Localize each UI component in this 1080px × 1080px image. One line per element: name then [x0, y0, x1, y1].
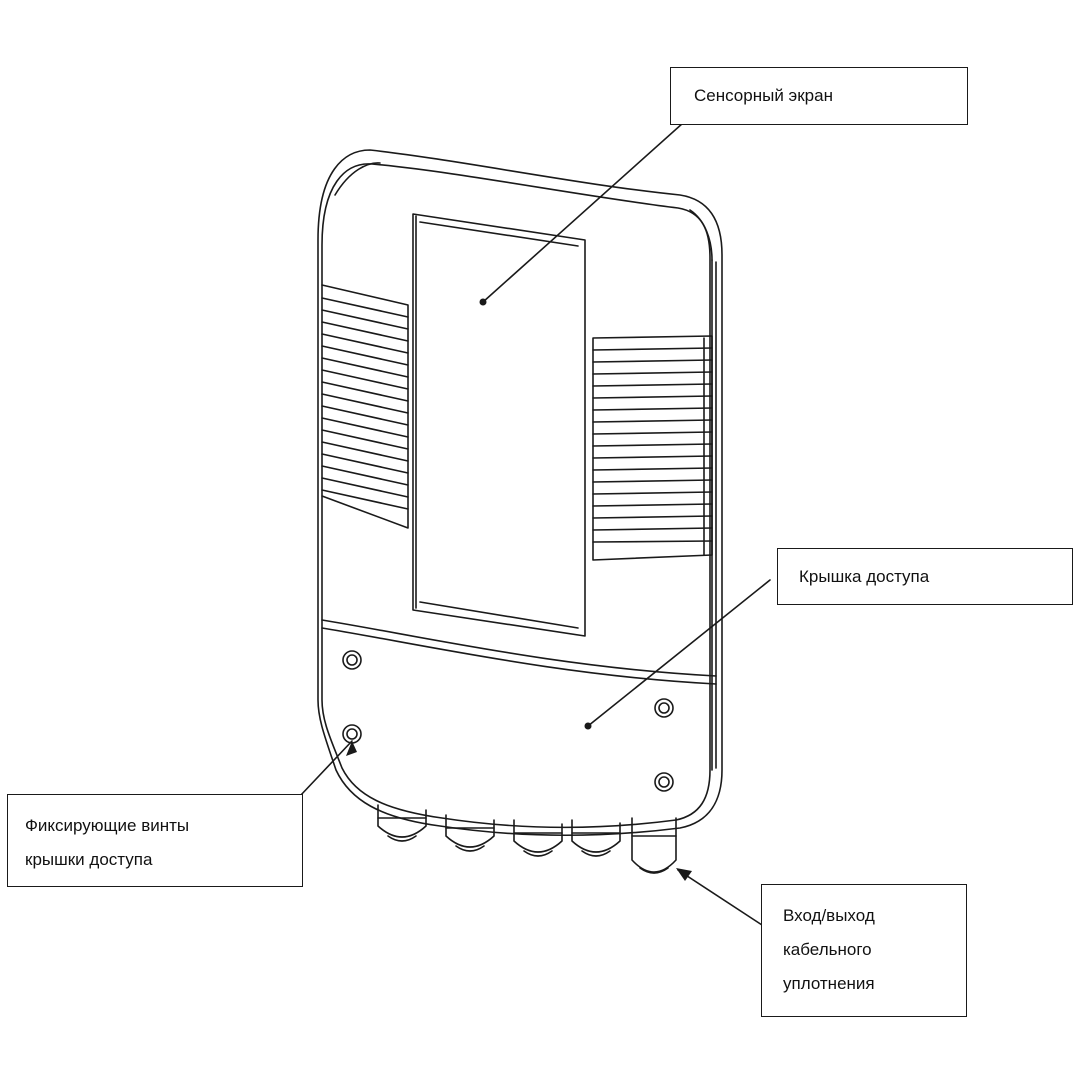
- right-grille-fins: [592, 347, 713, 543]
- right-grille: [592, 335, 713, 561]
- left-grille-fins: [321, 297, 409, 510]
- device-housing: [317, 149, 723, 837]
- touch-screen: [412, 213, 586, 637]
- device-body: [321, 163, 711, 829]
- label-cable-gland-line-2: кабельного: [783, 940, 872, 959]
- label-cover-screws-line-2: крышки доступа: [25, 850, 153, 869]
- leader-cover-screws: [299, 740, 353, 797]
- callout-touch-screen: Сенсорный экран: [670, 67, 968, 125]
- label-cover-screws-line-1: Фиксирующие винты: [25, 816, 190, 835]
- leader-touch-screen: [482, 122, 684, 303]
- leader-cable-gland: [677, 869, 763, 926]
- cover-screws: [342, 650, 674, 792]
- callout-access-cover: Крышка доступа: [777, 548, 1073, 605]
- callout-cover-screws: Фиксирующие винты крышки доступа: [7, 794, 303, 887]
- label-access-cover: Крышка доступа: [799, 567, 930, 586]
- label-cable-gland-line-1: Вход/выход: [783, 906, 875, 925]
- left-grille: [321, 284, 409, 529]
- cable-glands: [377, 804, 677, 874]
- callout-cable-gland: Вход/выход кабельного уплотнения: [761, 884, 967, 1017]
- leader-access-cover: [587, 579, 771, 727]
- access-cover-seam: [321, 619, 717, 677]
- label-touch-screen: Сенсорный экран: [694, 86, 833, 105]
- label-cable-gland-line-3: уплотнения: [783, 974, 875, 993]
